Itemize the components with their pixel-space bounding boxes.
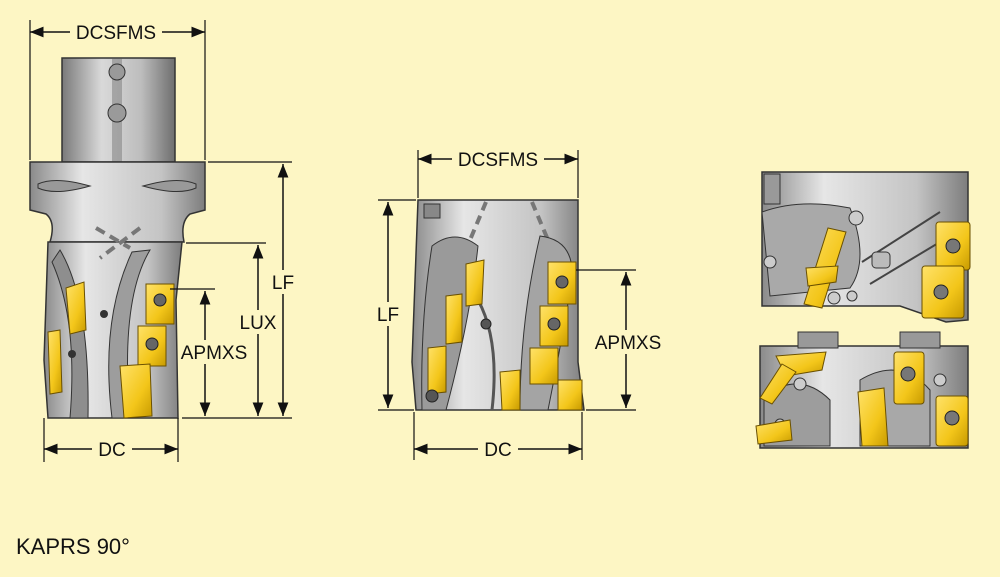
caption: KAPRS 90° xyxy=(16,534,130,559)
insert xyxy=(499,369,521,411)
insert xyxy=(137,325,167,367)
insert xyxy=(557,379,583,411)
shank-cutter-dimensions: DCSFMS LF LUX APMXS DC xyxy=(29,20,295,462)
insert xyxy=(935,395,969,447)
insert xyxy=(145,283,175,325)
lf-label: LF xyxy=(377,305,399,326)
insert xyxy=(893,351,925,405)
insert xyxy=(857,387,889,447)
insert xyxy=(465,259,485,307)
insert xyxy=(427,345,447,395)
lux-label: LUX xyxy=(240,313,277,334)
lower-detail xyxy=(755,331,969,449)
insert xyxy=(755,419,793,445)
insert xyxy=(65,281,87,335)
detail-views xyxy=(755,171,971,449)
dcsfms-label: DCSFMS xyxy=(76,23,156,44)
upper-detail xyxy=(761,171,971,323)
insert xyxy=(529,347,559,385)
shell-cutter-dimensions: DCSFMS LF APMXS DC xyxy=(376,148,664,461)
lf-label: LF xyxy=(272,273,294,294)
insert xyxy=(119,363,153,419)
insert xyxy=(445,293,463,345)
insert xyxy=(539,305,569,347)
shank-cutter-view xyxy=(29,57,206,419)
insert xyxy=(547,261,577,305)
insert xyxy=(759,363,797,405)
shell-cutter-view xyxy=(411,199,585,411)
insert xyxy=(935,221,971,271)
dc-label: DC xyxy=(484,440,511,461)
insert xyxy=(921,265,965,319)
apmxs-label: APMXS xyxy=(181,343,248,364)
insert xyxy=(805,265,839,287)
flange xyxy=(29,161,206,243)
dc-label: DC xyxy=(98,440,125,461)
insert xyxy=(47,329,63,395)
dcsfms-label: DCSFMS xyxy=(458,150,538,171)
apmxs-label: APMXS xyxy=(595,333,662,354)
